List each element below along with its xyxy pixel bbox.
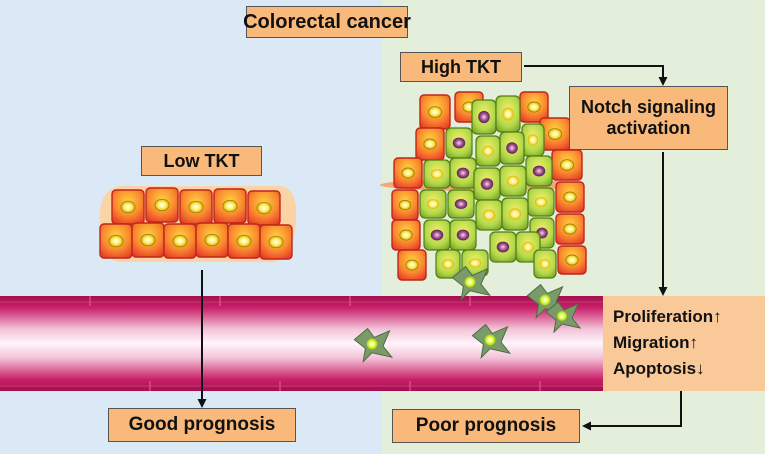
arrows xyxy=(197,65,682,431)
tumor-cell xyxy=(473,167,501,201)
tumor-border-cell xyxy=(555,181,585,213)
normal-cell xyxy=(145,187,179,223)
circulating-cell xyxy=(353,327,394,364)
normal-epithelium xyxy=(99,186,297,262)
high-tkt-to-notch-arrow xyxy=(524,65,668,86)
tumor-cell xyxy=(501,197,529,231)
tumor-cell xyxy=(449,157,477,189)
tumor-cell xyxy=(521,123,545,157)
tumor-cell xyxy=(475,199,503,231)
tumor-cell xyxy=(489,231,517,263)
high-tkt-label: High TKT xyxy=(400,52,522,82)
poor-prognosis-label: Poor prognosis xyxy=(392,409,580,443)
tumor-border-cell xyxy=(391,219,421,251)
tumor-cell xyxy=(525,155,553,187)
low-tkt-label: Low TKT xyxy=(141,146,262,176)
tumor-cell xyxy=(499,165,527,197)
normal-cell xyxy=(131,222,165,258)
tumor-border-cell xyxy=(557,245,587,275)
tumor-border-cell xyxy=(391,189,419,221)
invading-cell xyxy=(545,301,582,334)
tumor-cell xyxy=(527,187,555,217)
tumor-cell xyxy=(423,159,451,189)
apoptosis-label: Apoptosis↓ xyxy=(613,359,705,378)
tumor-border-cell xyxy=(539,117,571,151)
tumor-cell xyxy=(533,249,557,279)
outcomes-box: Proliferation↑ Migration↑ Apoptosis↓ xyxy=(603,296,765,391)
title-label: Colorectal cancer xyxy=(243,6,411,38)
normal-cell xyxy=(179,189,213,225)
tumor-cell xyxy=(419,189,447,219)
invading-cell xyxy=(451,265,492,302)
tumor-border-cell xyxy=(555,213,585,245)
normal-cell xyxy=(227,223,261,259)
tumor-cell xyxy=(435,249,461,279)
normal-cell xyxy=(247,190,281,226)
outcomes-to-poor-arrow xyxy=(582,391,682,431)
tumor-cell xyxy=(447,189,475,219)
tumor-mass xyxy=(380,91,587,281)
tumor-cell xyxy=(449,219,477,251)
tumor-border-cell xyxy=(397,249,427,281)
normal-cell xyxy=(111,189,145,225)
tumor-cell xyxy=(445,127,473,159)
tumor-border-cell xyxy=(419,94,451,130)
notch-signaling-label: Notch signaling activation xyxy=(569,86,728,150)
normal-cell xyxy=(163,223,197,259)
tumor-cell xyxy=(423,219,451,251)
migration-label: Migration↑ xyxy=(613,333,698,352)
tumor-cell xyxy=(471,99,497,135)
normal-cell xyxy=(259,224,293,260)
circulating-cell xyxy=(471,323,512,360)
tumor-cell xyxy=(499,131,525,165)
tumor-border-cell xyxy=(551,149,583,181)
normal-cell xyxy=(195,222,229,258)
tumor-border-cell xyxy=(415,127,445,161)
normal-cell xyxy=(99,223,133,259)
tumor-cell xyxy=(495,95,521,133)
tumor-cell xyxy=(461,249,489,277)
normal-cell xyxy=(213,188,247,224)
proliferation-label: Proliferation↑ xyxy=(613,307,722,326)
migrating-cells xyxy=(353,265,582,364)
tumor-cell xyxy=(475,135,501,167)
tumor-border-cell xyxy=(393,157,423,189)
good-prognosis-label: Good prognosis xyxy=(108,408,296,442)
